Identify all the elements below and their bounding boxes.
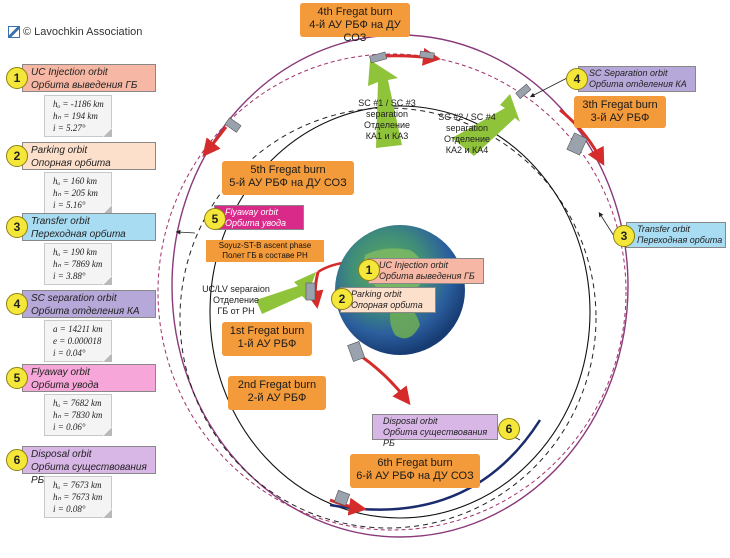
orbit-params: hₐ = 190 km hₙ = 7869 km i = 3.88°: [44, 243, 112, 285]
burn-arc-5: [202, 126, 228, 158]
orbit-params: hₐ = 7682 km hₙ = 7830 km i = 0.06°: [44, 394, 112, 436]
orbit-number-badge: 1: [6, 67, 28, 89]
orbit-card-2: Parking orbit Опорная орбита 2 hₐ = 160 …: [6, 141, 158, 214]
burn-arc-3: [559, 108, 605, 166]
orbit-card-1: UC Injection orbit Орбита выведения ГБ 1…: [6, 63, 158, 143]
orbit-card-title: UC Injection orbit Орбита выведения ГБ: [22, 64, 156, 92]
sc13-arrow: [368, 60, 402, 148]
sc24-arrow: [452, 94, 520, 156]
orbit-number-badge: 2: [6, 145, 28, 167]
burn-arc-2: [354, 350, 411, 406]
orbit-card-title: SC separation orbit Орбита отделения КА: [22, 290, 156, 318]
orbit-card-title: Disposal orbit Орбита существования РБ: [22, 446, 156, 486]
flyaway-orbit: [157, 53, 627, 531]
orbit-number-badge: 4: [6, 293, 28, 315]
orbit-card-title: Transfer orbit Переходная орбита: [22, 213, 156, 241]
burn-4-callout: 4th Fregat burn 4-й АУ РБФ на ДУ СОЗ: [300, 3, 410, 44]
orbit-params: a = 14211 km e = 0.000018 i = 0.04°: [44, 320, 112, 362]
orbit-number-badge: 6: [6, 449, 28, 471]
burn-3-callout: 3th Fregat burn 3-й АУ РБФ: [574, 96, 666, 128]
burn-1-callout: 1st Fregat burn 1-й АУ РБФ: [222, 322, 312, 356]
orbit-card-title: Parking orbit Опорная орбита: [22, 142, 156, 170]
orbit-card-6: Disposal orbit Орбита существования РБ 6…: [6, 445, 158, 519]
ascent-phase-label: Soyuz-ST-B ascent phase Полет ГБ в соста…: [206, 240, 324, 262]
uclv-arrow: [256, 272, 316, 314]
orbit-card-4: SC separation orbit Орбита отделения КА …: [6, 289, 158, 362]
orbit-params: hₐ = 7673 km hₙ = 7673 km i = 0.08°: [44, 476, 112, 518]
orbit-number-badge: 3: [6, 216, 28, 238]
orbit-card-3: Transfer orbit Переходная орбита 3 hₐ = …: [6, 212, 158, 285]
sc24-separation-label: SC #2 / SC #4 separation Отделение КА2 и…: [438, 112, 496, 155]
orbit-number-badge: 5: [6, 367, 28, 389]
lavochkin-logo-icon: [8, 26, 20, 38]
orbit-card-title: Flyaway orbit Орбита увода: [22, 364, 156, 392]
orbit-card-5: Flyaway orbit Орбита увода 5 hₐ = 7682 k…: [6, 363, 158, 436]
stage-sprites: [224, 50, 588, 507]
burn-arc-1: [305, 271, 324, 309]
orbit-params: hₐ = 160 km hₙ = 205 km i = 5.16°: [44, 172, 112, 214]
disposal-orbit: [209, 105, 591, 519]
burn-2-callout: 2nd Fregat burn 2-й АУ РБФ: [228, 376, 326, 410]
uclv-separation-label: UC/LV separaion Отделение ГБ от РН: [202, 284, 270, 316]
sc13-separation-label: SC #1 / SC #3 separation Отделение КА1 и…: [358, 98, 416, 141]
burn-5-callout: 5th Fregat burn 5-й АУ РБФ на ДУ СОЗ: [222, 161, 354, 195]
orbit-params: hₐ = -1186 km hₙ = 194 km i = 5.27°: [44, 95, 112, 137]
burn-6-callout: 6th Fregat burn 6-й АУ РБФ на ДУ СОЗ: [350, 454, 480, 488]
copyright-label: © Lavochkin Association: [8, 26, 142, 38]
